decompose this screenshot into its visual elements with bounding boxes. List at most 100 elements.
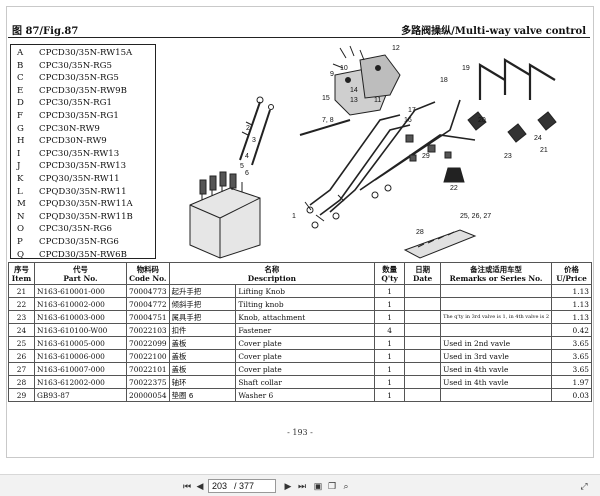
description-en-cell: Shaft collar [235,375,376,389]
previous-page-icon[interactable]: ◀ [196,481,204,491]
quantity-cell: 1 [374,349,406,363]
part-number-cell: N163-612002-000 [34,375,127,389]
search-icon[interactable]: ⌕ [343,481,349,491]
variant-model: CPC30/35N-RG1 [39,98,112,109]
part-callout: 5 [240,163,244,170]
part-callout: 11 [374,97,381,104]
variant-row: D CPC30/35N-RG1 [11,97,155,110]
part-callout: 6 [245,170,249,177]
variant-model: CPCD30/35N-RW15A [39,48,133,58]
item-number-cell: 21 [8,284,35,298]
remarks-cell: The q'ty in 3rd valve is 1, in 4th valve… [440,310,552,324]
variant-key: I [17,148,21,159]
item-number-cell: 27 [8,362,35,376]
code-number-cell: 70022100 [126,349,170,363]
current-page-input[interactable]: 203 [212,481,228,491]
fullscreen-icon[interactable]: ⤢ [580,481,588,491]
page-number-field[interactable]: 203 / 377 [208,479,276,493]
last-page-icon[interactable]: ⏭ [297,481,307,491]
part-number-cell: GB93-87 [34,388,127,402]
valve-block-illustration [189,171,261,259]
part-callout: 2 [246,125,250,132]
price-cell: 1.97 [551,375,592,389]
next-page-icon[interactable]: ▶ [284,481,292,491]
part-callout: 10 [340,65,348,72]
quantity-cell: 1 [374,297,406,311]
variant-key: Q [17,249,25,260]
variant-row: C CPCD30/35N-RG5 [11,72,155,85]
variant-model: CPCD30/35N-RG5 [39,73,119,84]
remarks-cell: Used in 4th vavle [440,362,552,376]
variant-model: CPC30/35N-RW13 [39,148,120,159]
remarks-cell [440,388,552,402]
price-cell: 3.65 [551,336,592,350]
variant-model: CPCD30/35N-RW9B [39,85,127,96]
variant-row: I CPC30/35N-RW13 [11,148,155,161]
variant-row: A CPCD30/35N-RW15A [11,47,155,60]
item-number-cell: 22 [8,297,35,311]
part-callout: 28 [416,229,424,236]
part-callout: 13 [350,97,358,104]
part-callout: 23 [504,153,512,160]
variant-key: C [17,73,24,84]
part-callout: 14 [350,87,358,94]
variant-model: CPC30/35N-RG6 [39,224,112,235]
variant-model: CPC30N-RW9 [39,123,100,134]
date-cell [404,375,442,389]
variant-model: CPC30/35N-RG5 [39,60,112,71]
part-callout: 3 [252,137,256,144]
price-cell: 1.13 [551,297,592,311]
variant-key: L [17,186,23,197]
description-en-cell: Tilting knob [235,297,376,311]
description-cn-cell: 轴环 [168,375,237,389]
variant-model: CPCD30/35N-RW6B [39,249,127,260]
item-number-cell: 25 [8,336,35,350]
variant-key: D [17,98,24,109]
description-cn-cell: 盖板 [168,336,237,350]
variant-key: P [17,237,23,247]
part-callout: 20 [478,117,486,124]
part-number-cell: N163-610001-000 [34,284,127,298]
part-callout: 7, 8 [322,117,334,124]
item-number-cell: 24 [8,323,35,337]
variant-model: CPCD30N-RW9 [39,136,107,147]
remarks-cell: Used in 4th vavle [440,375,552,389]
price-cell: 1.13 [551,284,592,298]
part-number-cell: N163-610007-000 [34,362,127,376]
description-en-cell: Knob, attachment [235,310,376,324]
first-page-icon[interactable]: ⏮ [182,481,192,491]
two-page-icon[interactable]: ❐ [327,481,337,491]
part-callout: 21 [540,147,548,154]
part-callout: 29 [422,153,430,160]
description-en-cell: Cover plate [235,349,376,363]
part-callout: 15 [322,95,330,102]
fit-page-icon[interactable]: ▣ [313,481,323,491]
quantity-cell: 1 [374,388,406,402]
variant-key: A [17,48,24,58]
description-cn-cell: 垫圈 6 [168,388,237,402]
remarks-cell [440,323,552,337]
variant-model: CPCD30/35N-RW13 [39,161,127,172]
total-pages-label: / 377 [234,481,255,491]
part-callout: 22 [450,185,458,192]
variant-model: CPQ30/35N-RW11 [39,174,120,184]
